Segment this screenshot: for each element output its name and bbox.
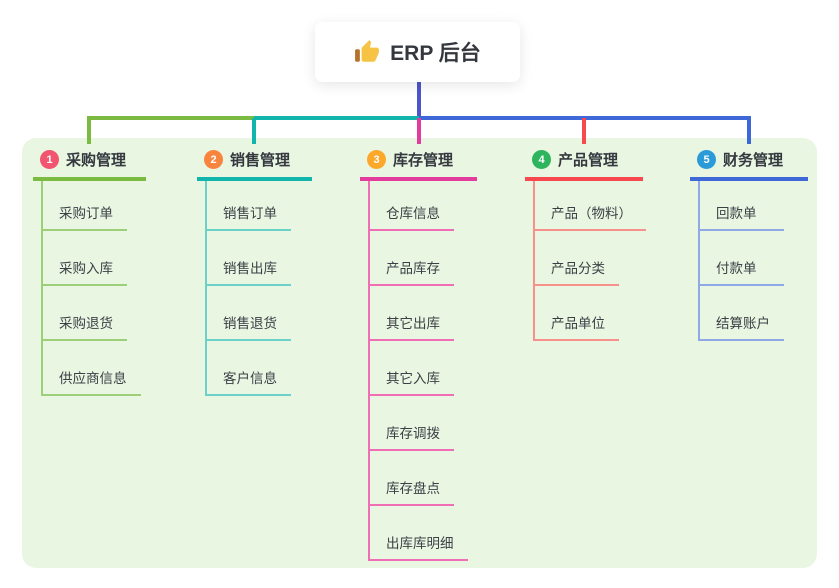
branch-label: 产品管理 bbox=[558, 152, 619, 169]
mindmap-item[interactable]: 采购入库 bbox=[43, 231, 127, 286]
branch-product-title[interactable]: 4 产品管理 bbox=[525, 150, 643, 181]
connector-drop-sales bbox=[252, 118, 256, 144]
connector-drop-purchase bbox=[87, 118, 91, 144]
branch-finance-title[interactable]: 5 财务管理 bbox=[690, 150, 808, 181]
branch-purchase: 1 采购管理 采购订单 采购入库 采购退货 供应商信息 bbox=[33, 150, 146, 396]
branch-inventory-items: 仓库信息 产品库存 其它出库 其它入库 库存调拨 库存盘点 出库库明细 bbox=[368, 181, 477, 561]
root-title: ERP 后台 bbox=[390, 42, 481, 65]
mindmap-item[interactable]: 产品（物料） bbox=[535, 181, 646, 231]
branch-sales: 2 销售管理 销售订单 销售出库 销售退货 客户信息 bbox=[197, 150, 312, 396]
mindmap-item[interactable]: 其它出库 bbox=[370, 286, 454, 341]
branch-finance-items: 回款单 付款单 结算账户 bbox=[698, 181, 808, 341]
mindmap-item[interactable]: 回款单 bbox=[700, 181, 784, 231]
connector-drop-finance bbox=[747, 118, 751, 144]
branch-inventory-title[interactable]: 3 库存管理 bbox=[360, 150, 477, 181]
branch-label: 财务管理 bbox=[723, 152, 784, 169]
thumbs-up-icon bbox=[354, 39, 380, 65]
mindmap-item[interactable]: 销售出库 bbox=[207, 231, 291, 286]
connector-bus-mid bbox=[254, 116, 419, 120]
mindmap-item[interactable]: 采购订单 bbox=[43, 181, 127, 231]
mindmap-item[interactable]: 出库库明细 bbox=[370, 506, 468, 561]
connector-drop-product bbox=[582, 118, 586, 144]
mindmap-item[interactable]: 产品分类 bbox=[535, 231, 619, 286]
branch-number-badge: 2 bbox=[204, 150, 223, 169]
connector-bus-left bbox=[87, 116, 254, 120]
mindmap-item[interactable]: 产品库存 bbox=[370, 231, 454, 286]
branch-label: 销售管理 bbox=[230, 152, 291, 169]
branch-sales-title[interactable]: 2 销售管理 bbox=[197, 150, 312, 181]
mindmap-item[interactable]: 采购退货 bbox=[43, 286, 127, 341]
mindmap-item[interactable]: 其它入库 bbox=[370, 341, 454, 396]
branch-label: 库存管理 bbox=[393, 152, 454, 169]
branch-product-items: 产品（物料） 产品分类 产品单位 bbox=[533, 181, 646, 341]
branch-number-badge: 4 bbox=[532, 150, 551, 169]
branch-purchase-title[interactable]: 1 采购管理 bbox=[33, 150, 146, 181]
root-node[interactable]: ERP 后台 bbox=[315, 22, 520, 82]
mindmap-item[interactable]: 库存调拨 bbox=[370, 396, 454, 451]
branch-sales-items: 销售订单 销售出库 销售退货 客户信息 bbox=[205, 181, 312, 396]
mindmap-item[interactable]: 付款单 bbox=[700, 231, 784, 286]
mindmap-item[interactable]: 销售订单 bbox=[207, 181, 291, 231]
branch-finance: 5 财务管理 回款单 付款单 结算账户 bbox=[690, 150, 808, 341]
branch-purchase-items: 采购订单 采购入库 采购退货 供应商信息 bbox=[41, 181, 146, 396]
mindmap-item[interactable]: 库存盘点 bbox=[370, 451, 454, 506]
branch-number-badge: 5 bbox=[697, 150, 716, 169]
branch-inventory: 3 库存管理 仓库信息 产品库存 其它出库 其它入库 库存调拨 库存盘点 出库库… bbox=[360, 150, 477, 561]
mindmap-item[interactable]: 仓库信息 bbox=[370, 181, 454, 231]
mindmap-item[interactable]: 销售退货 bbox=[207, 286, 291, 341]
branch-number-badge: 1 bbox=[40, 150, 59, 169]
branch-label: 采购管理 bbox=[66, 152, 127, 169]
mindmap-canvas bbox=[22, 138, 817, 568]
mindmap-item[interactable]: 供应商信息 bbox=[43, 341, 141, 396]
mindmap-item[interactable]: 产品单位 bbox=[535, 286, 619, 341]
connector-drop-inventory bbox=[417, 118, 421, 144]
branch-number-badge: 3 bbox=[367, 150, 386, 169]
root-connector-stem bbox=[417, 82, 421, 118]
branch-product: 4 产品管理 产品（物料） 产品分类 产品单位 bbox=[525, 150, 646, 341]
mindmap-item[interactable]: 客户信息 bbox=[207, 341, 291, 396]
mindmap-item[interactable]: 结算账户 bbox=[700, 286, 784, 341]
